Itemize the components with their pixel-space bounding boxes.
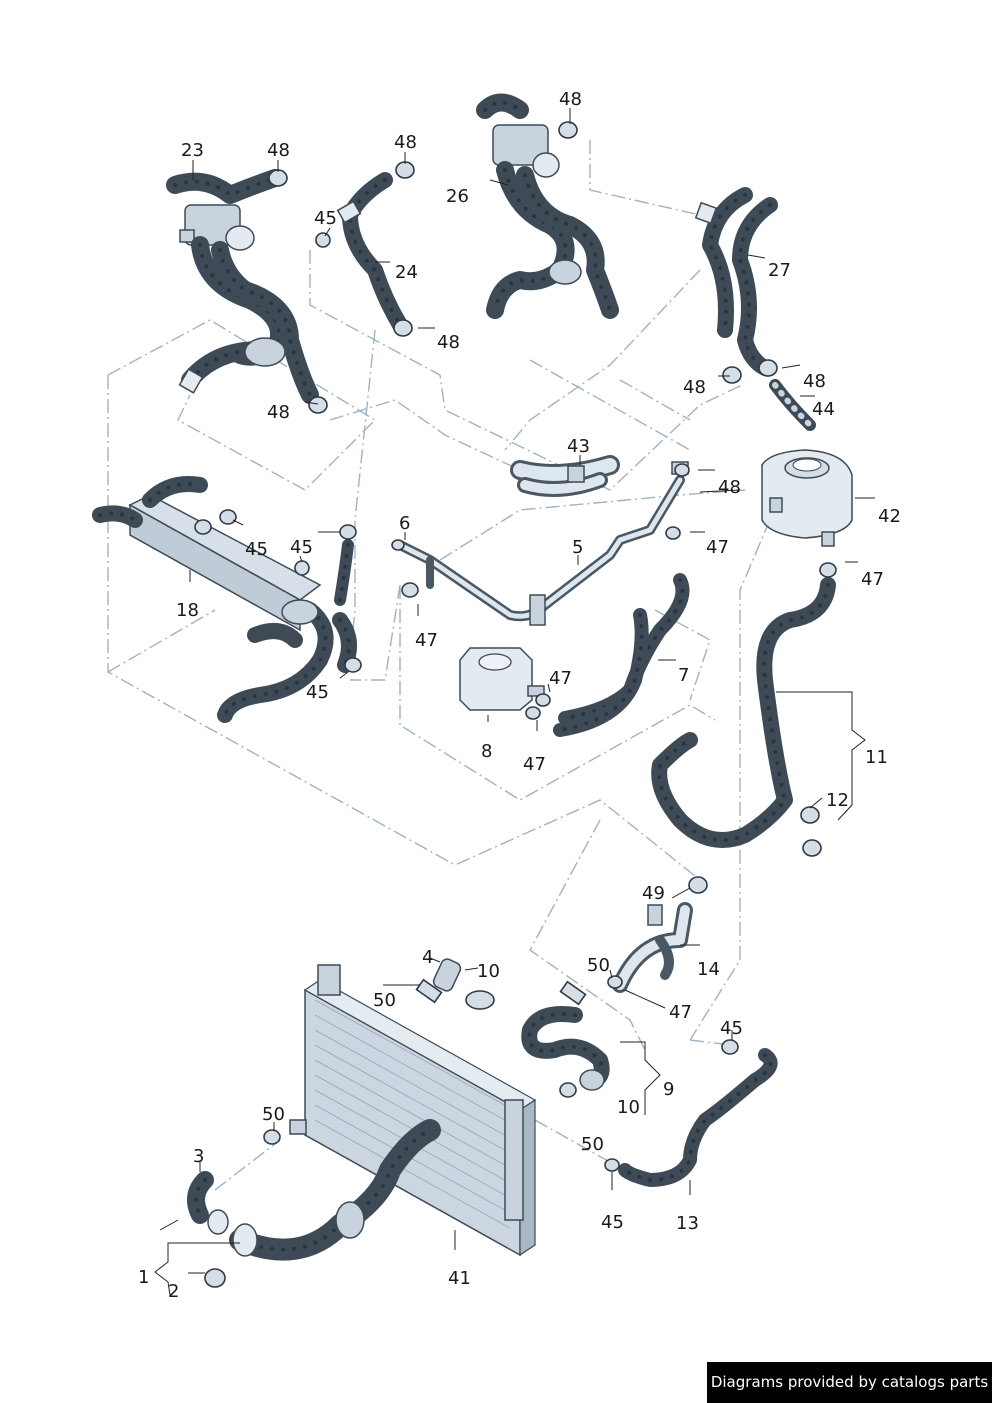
label-41: 41 bbox=[448, 1268, 471, 1289]
label-9: 9 bbox=[663, 1079, 674, 1100]
hose-assembly-27 bbox=[694, 187, 778, 376]
label-45-c: 45 bbox=[290, 537, 313, 558]
label-48-a: 48 bbox=[267, 140, 290, 161]
label-44: 44 bbox=[812, 399, 835, 420]
housing-14 bbox=[612, 902, 693, 993]
label-27: 27 bbox=[768, 260, 791, 281]
label-4: 4 bbox=[422, 947, 433, 968]
pipe-5 bbox=[395, 461, 689, 626]
label-7: 7 bbox=[678, 665, 689, 686]
label-48-g: 48 bbox=[803, 371, 826, 392]
label-47-f: 47 bbox=[669, 1002, 692, 1023]
hose-9 bbox=[521, 1006, 610, 1091]
label-50-d: 50 bbox=[581, 1134, 604, 1155]
label-48-b: 48 bbox=[394, 132, 417, 153]
label-5: 5 bbox=[572, 537, 583, 558]
label-42: 42 bbox=[878, 506, 901, 527]
label-50-a: 50 bbox=[373, 990, 396, 1011]
label-43: 43 bbox=[567, 436, 590, 457]
label-3: 3 bbox=[193, 1146, 204, 1167]
credit-banner: Diagrams provided by catalogs parts bbox=[707, 1362, 992, 1403]
label-8: 8 bbox=[481, 741, 492, 762]
label-49: 49 bbox=[642, 883, 665, 904]
label-23: 23 bbox=[181, 140, 204, 161]
label-45-f: 45 bbox=[601, 1212, 624, 1233]
hose-3 bbox=[187, 1171, 229, 1235]
pipe-43 bbox=[510, 455, 620, 497]
parts-4-10 bbox=[432, 958, 495, 1010]
label-11: 11 bbox=[865, 747, 888, 768]
hose-24 bbox=[336, 172, 408, 333]
label-10-b: 10 bbox=[617, 1097, 640, 1118]
hose-clamps bbox=[194, 121, 837, 1288]
label-48-d: 48 bbox=[437, 332, 460, 353]
label-14: 14 bbox=[697, 959, 720, 980]
label-2: 2 bbox=[168, 1281, 179, 1302]
hose-assembly-11 bbox=[651, 577, 836, 848]
valve-hose-assembly-26 bbox=[476, 93, 619, 319]
label-10-a: 10 bbox=[477, 961, 500, 982]
label-26: 26 bbox=[446, 186, 469, 207]
label-45-a: 45 bbox=[314, 208, 337, 229]
assembly-guide-lines bbox=[107, 140, 771, 1191]
hose-44 bbox=[769, 379, 816, 431]
radiator-41 bbox=[289, 964, 537, 1257]
label-48-f: 48 bbox=[683, 377, 706, 398]
valve-hose-assembly-23 bbox=[166, 169, 319, 404]
label-47-e: 47 bbox=[523, 754, 546, 775]
label-50-b: 50 bbox=[587, 955, 610, 976]
hose-1 bbox=[229, 1119, 441, 1261]
label-47-a: 47 bbox=[706, 537, 729, 558]
label-45-d: 45 bbox=[306, 682, 329, 703]
label-24: 24 bbox=[395, 262, 418, 283]
oil-cooler-8 bbox=[459, 647, 545, 711]
label-12: 12 bbox=[826, 790, 849, 811]
label-45-e: 45 bbox=[720, 1018, 743, 1039]
label-48-e: 48 bbox=[267, 402, 290, 423]
reference-labels: 23 48 48 48 45 24 48 48 26 27 48 48 44 4… bbox=[138, 89, 901, 1302]
label-45-b: 45 bbox=[245, 539, 268, 560]
label-47-c: 47 bbox=[415, 630, 438, 651]
label-48-c: 48 bbox=[559, 89, 582, 110]
leader-lines bbox=[154, 108, 875, 1296]
label-6: 6 bbox=[399, 513, 410, 534]
hose-7 bbox=[553, 573, 690, 737]
expansion-tank-42 bbox=[761, 449, 853, 547]
label-47-d: 47 bbox=[549, 668, 572, 689]
label-50-c: 50 bbox=[262, 1104, 285, 1125]
label-48-h: 48 bbox=[718, 477, 741, 498]
label-47-b: 47 bbox=[861, 569, 884, 590]
label-13: 13 bbox=[676, 1213, 699, 1234]
label-18: 18 bbox=[176, 600, 199, 621]
hose-13 bbox=[618, 1048, 778, 1187]
label-1: 1 bbox=[138, 1267, 149, 1288]
